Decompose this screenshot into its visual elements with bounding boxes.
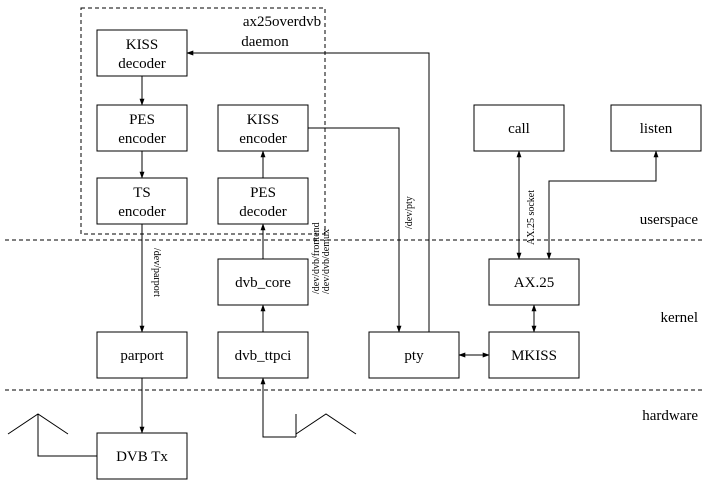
- mkiss-box: MKISS: [488, 331, 580, 379]
- dev-pty-label: /dev/pty: [404, 196, 415, 229]
- parport-box: parport: [96, 331, 188, 379]
- call-label: call: [508, 121, 530, 137]
- ts-encoder-label-line1: TS: [133, 185, 151, 201]
- dev-parport-label: /dev/parport: [151, 248, 162, 297]
- arrow-antenna-to-dvb-ttpci: [260, 377, 296, 438]
- ax25-socket-label: AX.25 socket: [526, 190, 537, 245]
- daemon-boundary: [80, 7, 326, 235]
- pes-decoder-label-line1: PES: [250, 185, 276, 201]
- listen-label: listen: [640, 121, 673, 137]
- mkiss-label: MKISS: [511, 348, 557, 364]
- ts-encoder-label-line2: encoder: [118, 204, 165, 220]
- kiss-decoder-label-line2: decoder: [118, 56, 165, 72]
- kiss-decoder-label-line1: KISS: [126, 37, 159, 53]
- dvb-tx-label: DVB Tx: [116, 449, 168, 465]
- ts-encoder-box: TS encoder: [96, 177, 188, 225]
- arrow-kiss-encoder-to-pty: [308, 127, 402, 333]
- listen-box: listen: [610, 104, 702, 152]
- pes-encoder-label-line1: PES: [129, 112, 155, 128]
- pty-box: pty: [368, 331, 460, 379]
- daemon-title-line1: ax25overdvb: [243, 14, 321, 30]
- daemon-title-line2: daemon: [241, 34, 289, 50]
- dvb-core-label: dvb_core: [235, 275, 291, 291]
- kiss-decoder-box: KISS decoder: [96, 29, 188, 77]
- dvb-core-box: dvb_core: [217, 258, 309, 306]
- dvb-ttpci-box: dvb_ttpci: [217, 331, 309, 379]
- ax25-label: AX.25: [514, 275, 554, 291]
- receive-antenna-icon: [295, 413, 357, 435]
- kiss-encoder-box: KISS encoder: [217, 104, 309, 152]
- dvb-tx-box: DVB Tx: [96, 432, 188, 480]
- call-box: call: [473, 104, 565, 152]
- pes-decoder-label-line2: decoder: [239, 204, 286, 220]
- arrow-listen-ax25-bidirectional: [546, 150, 659, 260]
- layer-kernel-label: kernel: [661, 310, 698, 326]
- kiss-encoder-label-line1: KISS: [247, 112, 280, 128]
- dvb-ttpci-label: dvb_ttpci: [235, 348, 292, 364]
- transmit-antenna-mast: [37, 414, 97, 457]
- arrow-pty-to-kiss-decoder: [186, 50, 430, 332]
- pes-encoder-box: PES encoder: [96, 104, 188, 152]
- pes-decoder-box: PES decoder: [217, 177, 309, 225]
- layer-userspace-label: userspace: [640, 212, 699, 228]
- dev-dvb-frontend-label: /dev/dvb/frontend: [311, 222, 322, 294]
- ax25-box: AX.25: [488, 258, 580, 306]
- parport-label: parport: [120, 348, 164, 364]
- kiss-encoder-label-line2: encoder: [239, 131, 286, 147]
- dev-dvb-demux-label: /dev/dvb/demux: [321, 229, 332, 294]
- pty-label: pty: [404, 348, 424, 364]
- pes-encoder-label-line2: encoder: [118, 131, 165, 147]
- layer-hardware-label: hardware: [642, 408, 698, 424]
